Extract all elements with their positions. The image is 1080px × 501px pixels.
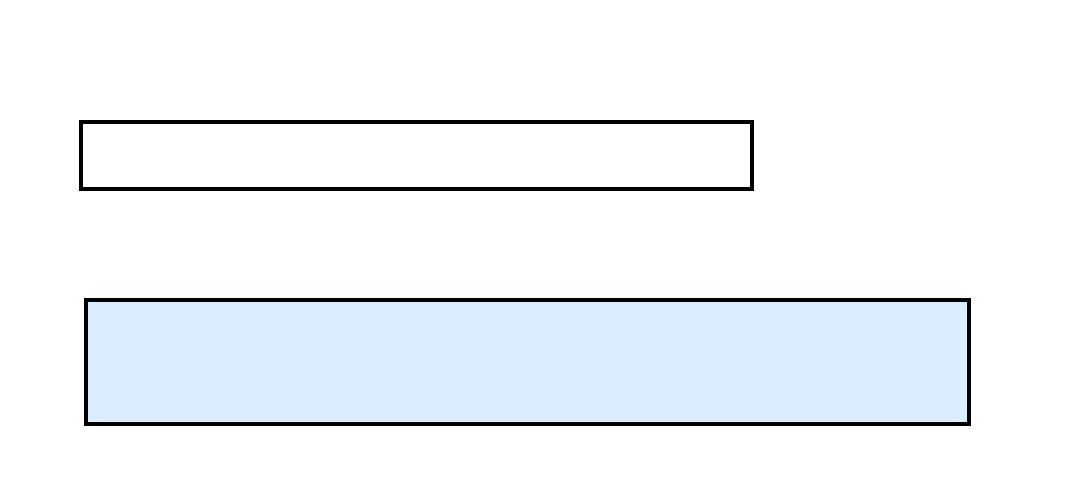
white-rectangle — [79, 120, 754, 191]
light-blue-rectangle — [84, 298, 971, 426]
